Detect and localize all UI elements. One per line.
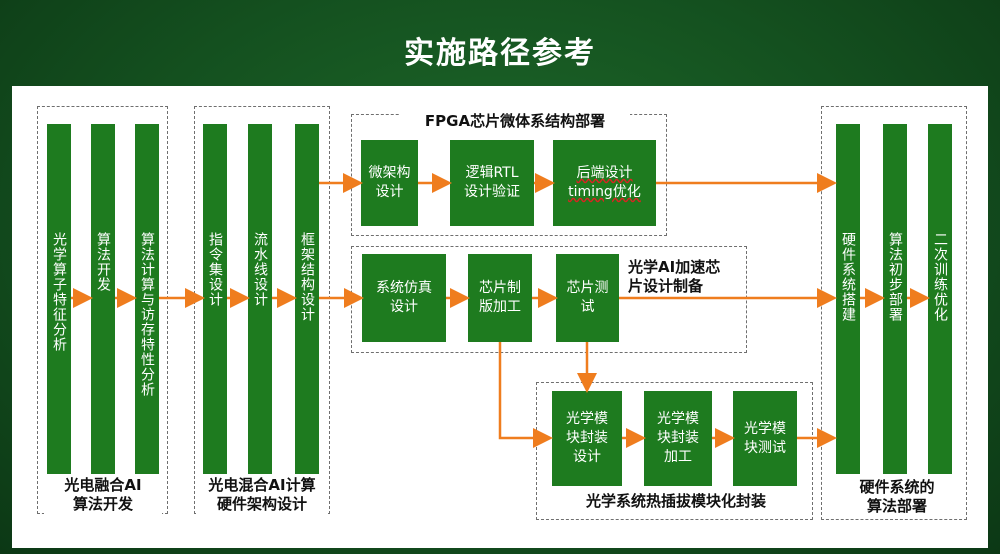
group-hardware-deploy	[821, 106, 967, 520]
box-module-test: 光学模 块测试	[733, 391, 797, 486]
label-fpga: FPGA芯片微体系结构部署	[400, 112, 630, 131]
box-chip-fabrication: 芯片制 版加工	[468, 254, 532, 342]
box-system-simulation: 系统仿真 设计	[362, 254, 446, 342]
bar-pipeline: 流水线设计	[248, 124, 272, 474]
bar-algorithm-development: 算法开发	[91, 124, 115, 474]
bar-optical-operator-analysis: 光学算子特征分析	[47, 124, 71, 474]
bar-instruction-set: 指令集设计	[203, 124, 227, 474]
group-optical-packaging	[536, 382, 813, 520]
bar-retrain-optimize: 二次训练优化	[928, 124, 952, 474]
label-hardware-arch: 光电混合AI计算 硬件架构设计	[196, 476, 328, 514]
bar-hardware-build: 硬件系统搭建	[836, 124, 860, 474]
box-module-package-design: 光学模 块封装 设计	[552, 391, 622, 486]
box-logic-rtl: 逻辑RTL 设计验证	[450, 140, 534, 226]
box-microarchitecture: 微架构 设计	[361, 140, 418, 226]
page-title: 实施路径参考	[404, 36, 596, 71]
label-optical-packaging: 光学系统热插拔模块化封装	[560, 492, 792, 511]
arrow-fab-to-package	[498, 342, 553, 448]
box-backend-timing: 后端设计 timing优化	[553, 140, 656, 226]
label-optical-chip: 光学AI加速芯 片设计制备	[628, 258, 740, 296]
bar-compute-memory-analysis: 算法计算与访存特性分析	[135, 124, 159, 474]
bar-algorithm-deploy: 算法初步部署	[883, 124, 907, 474]
label-hardware-deploy: 硬件系统的 算法部署	[838, 478, 956, 516]
bar-framework: 框架结构设计	[295, 124, 319, 474]
box-module-package-fab: 光学模 块封装 加工	[644, 391, 712, 486]
label-algorithm-dev: 光电融合AI 算法开发	[44, 476, 162, 514]
box-chip-test: 芯片测 试	[556, 254, 619, 342]
watermark: 智东西	[908, 524, 978, 549]
